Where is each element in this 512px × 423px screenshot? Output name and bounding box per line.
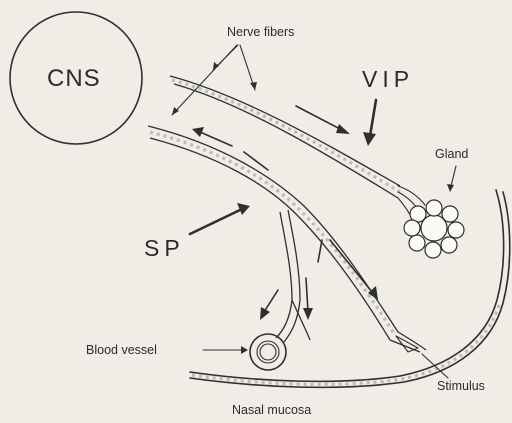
sp-branch-vessel-a [276,212,292,338]
sp-label: SP [144,235,185,261]
sp-fiber-bottom [150,138,390,340]
sp-annotation: SP [144,203,250,261]
vip-arrow-shaft [370,100,376,136]
nasal-mucosa-label: Nasal mucosa [232,403,311,417]
gland-pointer-head [447,184,454,192]
gland-cell-6 [425,242,441,258]
flow-arrow-vessel-shaft [264,290,278,312]
mucosa-inner [190,192,510,387]
gland: Gland [404,147,468,258]
gland-cell-8 [404,220,420,236]
nerve-fibers-label: Nerve fibers [227,25,294,39]
pointer-head-3 [250,82,257,90]
sp-branch-stimulus-a [390,340,420,352]
gland-cell-7 [409,235,425,251]
flow-arrow-vip-head [336,124,350,134]
gland-cell-4 [448,222,464,238]
stimulus-label: Stimulus [437,379,485,393]
sp-fiber-top [148,126,398,332]
cns-label: CNS [47,65,101,92]
nasal-mucosa-surface [190,190,510,387]
vip-label: VIP [362,66,414,92]
flow-arrow-down-head [303,308,313,320]
sp-branch-stimulus-b [398,332,426,350]
cns-node: CNS [10,12,142,144]
pointer-head-1 [213,62,219,70]
gland-cell-2 [426,200,442,216]
flow-arrow-down-shaft [306,278,308,312]
flow-arrow-periph-shaft [330,240,372,292]
direction-arrows [192,106,378,320]
vip-arrow-head [363,132,376,146]
mucosa-shade [192,302,500,384]
flow-arrow-loop-shaft [318,240,322,262]
vip-fiber-bottom [174,84,398,198]
gland-cell-3 [442,206,458,222]
gland-cell-5 [441,237,457,253]
gland-label: Gland [435,147,468,161]
sp-arrow-head [237,203,250,215]
flow-arrow-sp-up-head [192,127,204,137]
stimulus-annotation: Stimulus [422,354,485,393]
blood-vessel-lumen [260,344,276,360]
flow-arrow-vip-shaft [296,106,342,130]
blood-vessel-outer [250,334,286,370]
sp-arrow-shaft [190,210,240,234]
blood-vessel: Blood vessel [86,334,286,370]
blood-vessel-label: Blood vessel [86,343,157,357]
flow-arrow-mid-shaft [244,152,268,170]
sp-fiber [148,126,426,352]
blood-vessel-pointer-head [241,346,248,354]
vip-annotation: VIP [362,66,414,146]
